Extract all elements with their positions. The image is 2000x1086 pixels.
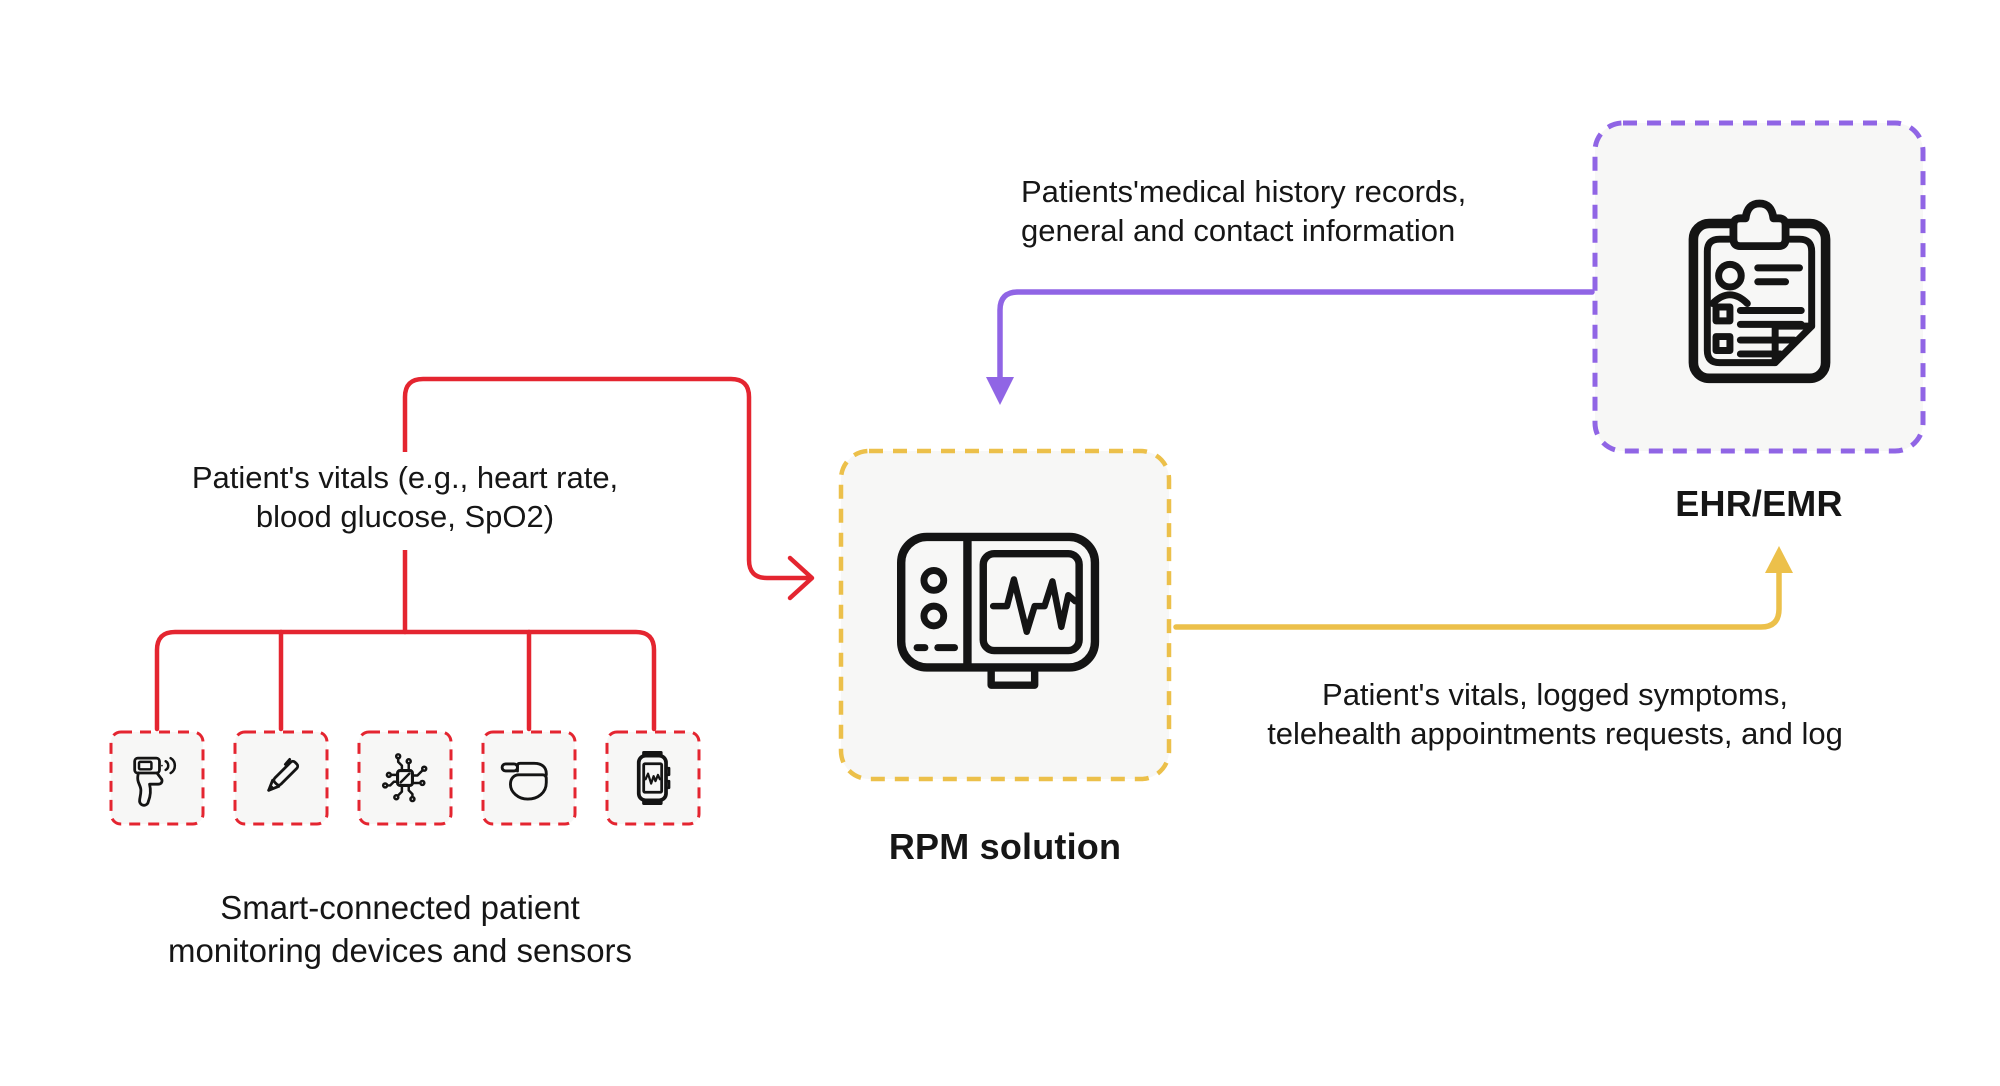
patient-monitor-icon bbox=[891, 529, 1119, 701]
device-box-smartwatch bbox=[605, 730, 701, 826]
biosensor-chip-icon bbox=[374, 747, 436, 809]
ehr-node-label: EHR/EMR bbox=[1675, 483, 1843, 524]
caption-line: Smart-connected patient bbox=[220, 889, 580, 926]
rpm-to-ehr-flow-label: Patient's vitals, logged symptoms, teleh… bbox=[1195, 675, 1915, 753]
flow-label-line: blood glucose, SpO2) bbox=[255, 499, 555, 534]
yellow-arrowhead bbox=[1765, 546, 1793, 573]
devices-group-caption: Smart-connected patient monitoring devic… bbox=[60, 886, 740, 972]
flow-label-line: Patient's vitals, logged symptoms, bbox=[1322, 677, 1788, 712]
flow-label-line: general and contact information bbox=[1021, 213, 1456, 248]
device-box-chip bbox=[357, 730, 453, 826]
devices-tree-connector bbox=[154, 376, 815, 732]
ehr-to-rpm-flow-label: Patients'medical history records, genera… bbox=[1021, 172, 1466, 250]
device-box-pen bbox=[233, 730, 329, 826]
caption-line: monitoring devices and sensors bbox=[167, 932, 633, 969]
infrared-thermometer-icon bbox=[126, 747, 188, 809]
flow-label-line: telehealth appointments requests, and lo… bbox=[1267, 716, 1843, 751]
ehr-to-rpm-arrow bbox=[986, 289, 1595, 405]
flow-label-line: Patients'medical history records, bbox=[1021, 174, 1467, 209]
ehr-node-box bbox=[1592, 120, 1926, 454]
rpm-node-box bbox=[838, 448, 1172, 782]
devices-to-rpm-flow-label: Patient's vitals (e.g., heart rate, bloo… bbox=[145, 452, 665, 550]
smartwatch-icon bbox=[622, 747, 684, 809]
rpm-node-label: RPM solution bbox=[888, 826, 1122, 867]
device-box-pacemaker bbox=[481, 730, 577, 826]
pacemaker-icon bbox=[497, 746, 561, 810]
device-box-thermometer bbox=[109, 730, 205, 826]
red-arrowhead bbox=[787, 555, 815, 601]
purple-arrowhead bbox=[986, 377, 1014, 405]
flow-label-line: Patient's vitals (e.g., heart rate, bbox=[191, 460, 619, 495]
medical-pen-icon bbox=[250, 747, 312, 809]
medical-record-clipboard-icon bbox=[1672, 187, 1847, 387]
rpm-to-ehr-arrow bbox=[1173, 546, 1793, 630]
